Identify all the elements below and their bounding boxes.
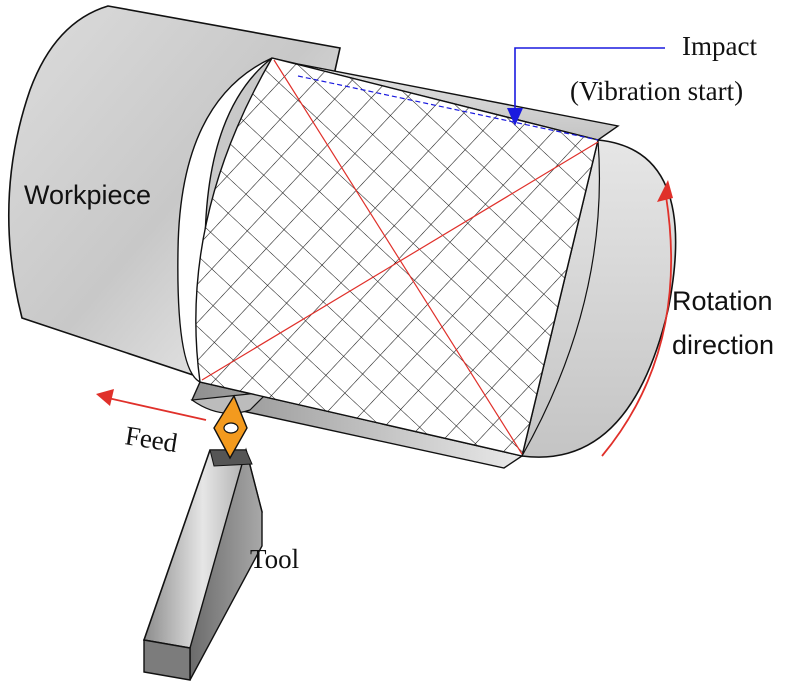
direction-label: direction bbox=[672, 330, 774, 360]
arrow-left-icon bbox=[96, 389, 207, 421]
tool-insert bbox=[213, 394, 248, 460]
feed-label: Feed bbox=[123, 420, 180, 458]
impact-label: Impact bbox=[682, 31, 757, 61]
helical-path-lines bbox=[201, 59, 599, 455]
workpiece-label: Workpiece bbox=[24, 180, 151, 210]
vibration-start-label: (Vibration start) bbox=[570, 76, 743, 106]
rotation-label: Rotation bbox=[672, 286, 773, 316]
impact-line bbox=[297, 75, 599, 141]
curved-arrow-up-icon bbox=[601, 180, 673, 457]
arrow-down-icon bbox=[507, 47, 665, 126]
machined-surface-mesh bbox=[195, 58, 599, 456]
tool-label: Tool bbox=[250, 544, 299, 574]
cutting-tool bbox=[142, 447, 263, 681]
